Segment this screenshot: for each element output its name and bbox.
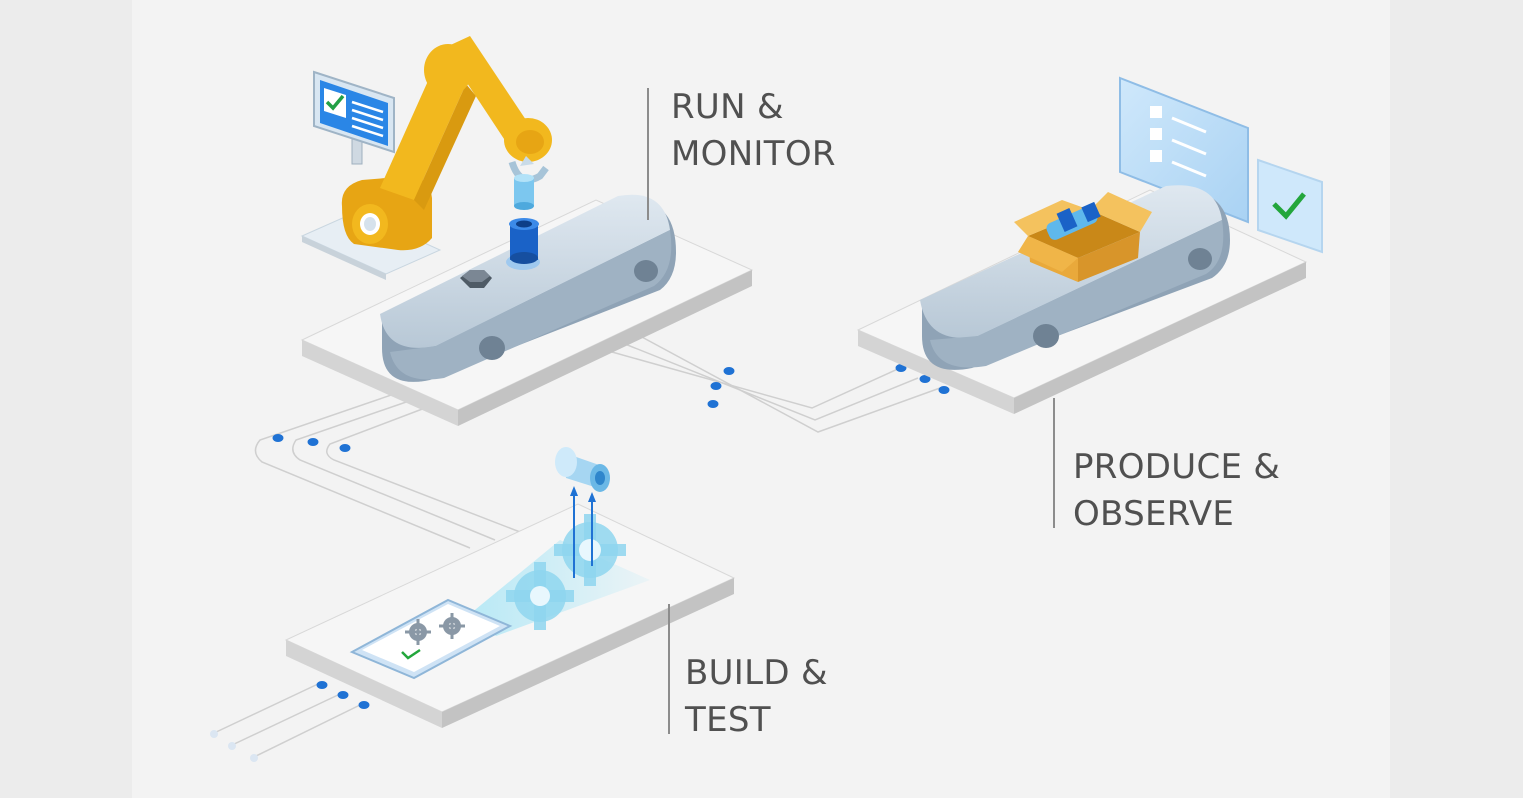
monitor-checklist-icon [313, 70, 395, 165]
build-test-rule [668, 604, 670, 734]
build-test-label: BUILD & TEST [685, 650, 828, 744]
conveyor-belt-icon [380, 194, 676, 382]
check-badge-icon [1257, 158, 1323, 254]
blue-bushing-icon [506, 174, 540, 270]
build-test-line2: TEST [685, 700, 771, 740]
connector-nodes [210, 364, 950, 762]
produce-observe-label: PRODUCE & OBSERVE [1073, 444, 1280, 538]
gears-hologram-icon [506, 514, 626, 630]
produce-observe-line1: PRODUCE & [1073, 447, 1281, 487]
camera-icon [555, 447, 610, 578]
open-box-icon [1014, 192, 1152, 282]
run-monitor-line1: RUN & [671, 87, 784, 127]
build-test-line1: BUILD & [685, 653, 828, 693]
produce-observe-rule [1053, 398, 1055, 528]
run-monitor-line2: MONITOR [671, 134, 836, 174]
robot-arm-icon [341, 36, 552, 251]
run-monitor-label: RUN & MONITOR [671, 84, 836, 178]
produce-observe-line2: OBSERVE [1073, 494, 1235, 534]
connector-lines [211, 335, 941, 759]
tablet-gears-icon [349, 598, 513, 680]
hex-nut-icon [460, 270, 492, 288]
run-monitor-rule [647, 88, 649, 220]
